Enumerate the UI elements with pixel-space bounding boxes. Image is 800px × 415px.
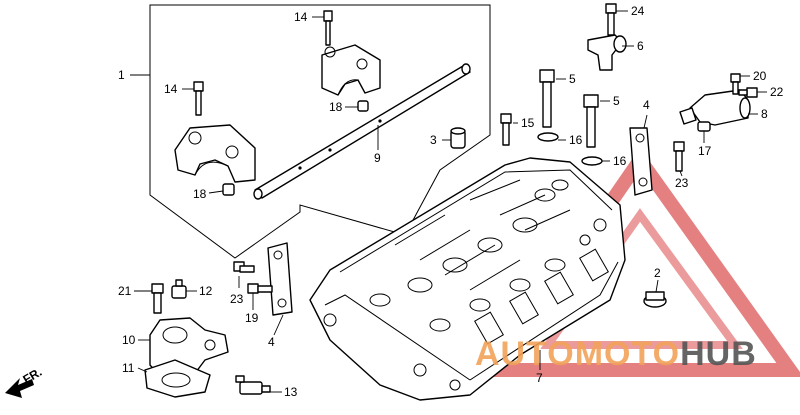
label-part-13: 13 [284,385,298,399]
label-part-19: 19 [245,311,259,325]
dowel-pin-18-lower [222,183,235,196]
watermark-moto: MOTO [575,335,680,373]
sensor-fitting-8 [679,89,751,126]
bolt-14-lower [193,81,204,116]
label-part-3: 3 [430,133,437,147]
engine-hanger-4-left [267,242,293,316]
washer-16-right [581,156,603,166]
temperature-sensor-13 [235,375,271,395]
washer-16-left [537,132,559,142]
bolt-21 [151,283,164,314]
bolt-22 [738,87,758,98]
fitting-12 [171,279,187,299]
bolt-5-left [539,69,555,128]
label-part-5-left: 5 [569,72,576,86]
label-part-15: 15 [521,116,535,130]
label-part-24: 24 [631,4,645,18]
label-part-8: 8 [761,107,768,121]
label-part-23-right: 23 [675,176,689,190]
label-part-10: 10 [122,333,136,347]
watermark-text: AUTOMOTOHUB [475,335,757,373]
watermark-auto: AUTO [475,335,575,373]
label-part-16-left: 16 [569,133,583,147]
label-part-17: 17 [698,144,712,158]
bolt-19 [247,283,273,294]
rocker-holder-lower [174,124,256,183]
label-part-11: 11 [122,361,135,375]
bolt-24 [605,3,617,36]
label-part-4-left: 4 [268,335,275,349]
bolt-15 [500,113,512,146]
label-part-7: 7 [536,371,543,385]
label-part-6: 6 [637,39,644,53]
plug-2 [643,291,667,308]
fitting-6 [587,34,627,71]
label-part-21: 21 [118,284,132,298]
label-part-22: 22 [770,85,784,99]
label-part-23-left: 23 [230,292,244,306]
label-part-12: 12 [199,284,213,298]
bolt-23-left [233,261,255,273]
front-direction-indicator: FR. [5,365,44,398]
svg-text:AUTOMOTOHUB: AUTOMOTOHUB [475,335,757,373]
bolt-14-upper [323,10,333,46]
label-part-9: 9 [374,151,381,165]
label-part-14-upper: 14 [294,10,308,24]
label-part-5-right: 5 [613,94,620,108]
rocker-holder-upper [321,44,381,96]
rocker-shaft [253,63,471,200]
label-part-18-upper: 18 [329,100,343,114]
label-part-14-lower: 14 [164,82,178,96]
cylinder-head-7 [309,157,626,401]
dowel-pin-18-upper [357,100,369,112]
gasket-plate-11 [144,359,211,398]
sleeve-3 [450,127,466,149]
engine-hanger-4-right [629,127,653,196]
label-part-20: 20 [753,69,767,83]
label-part-1: 1 [118,68,125,82]
bolt-5-right [583,94,599,148]
leader-lines [130,10,767,393]
label-part-16-right: 16 [613,154,627,168]
label-part-4-right: 4 [643,98,650,112]
label-part-18-lower: 18 [193,187,207,201]
bolt-20 [730,73,741,95]
bolt-23-right [673,141,685,172]
sensor-17 [697,121,711,132]
label-part-2: 2 [654,266,661,280]
watermark-hub: HUB [680,335,757,373]
